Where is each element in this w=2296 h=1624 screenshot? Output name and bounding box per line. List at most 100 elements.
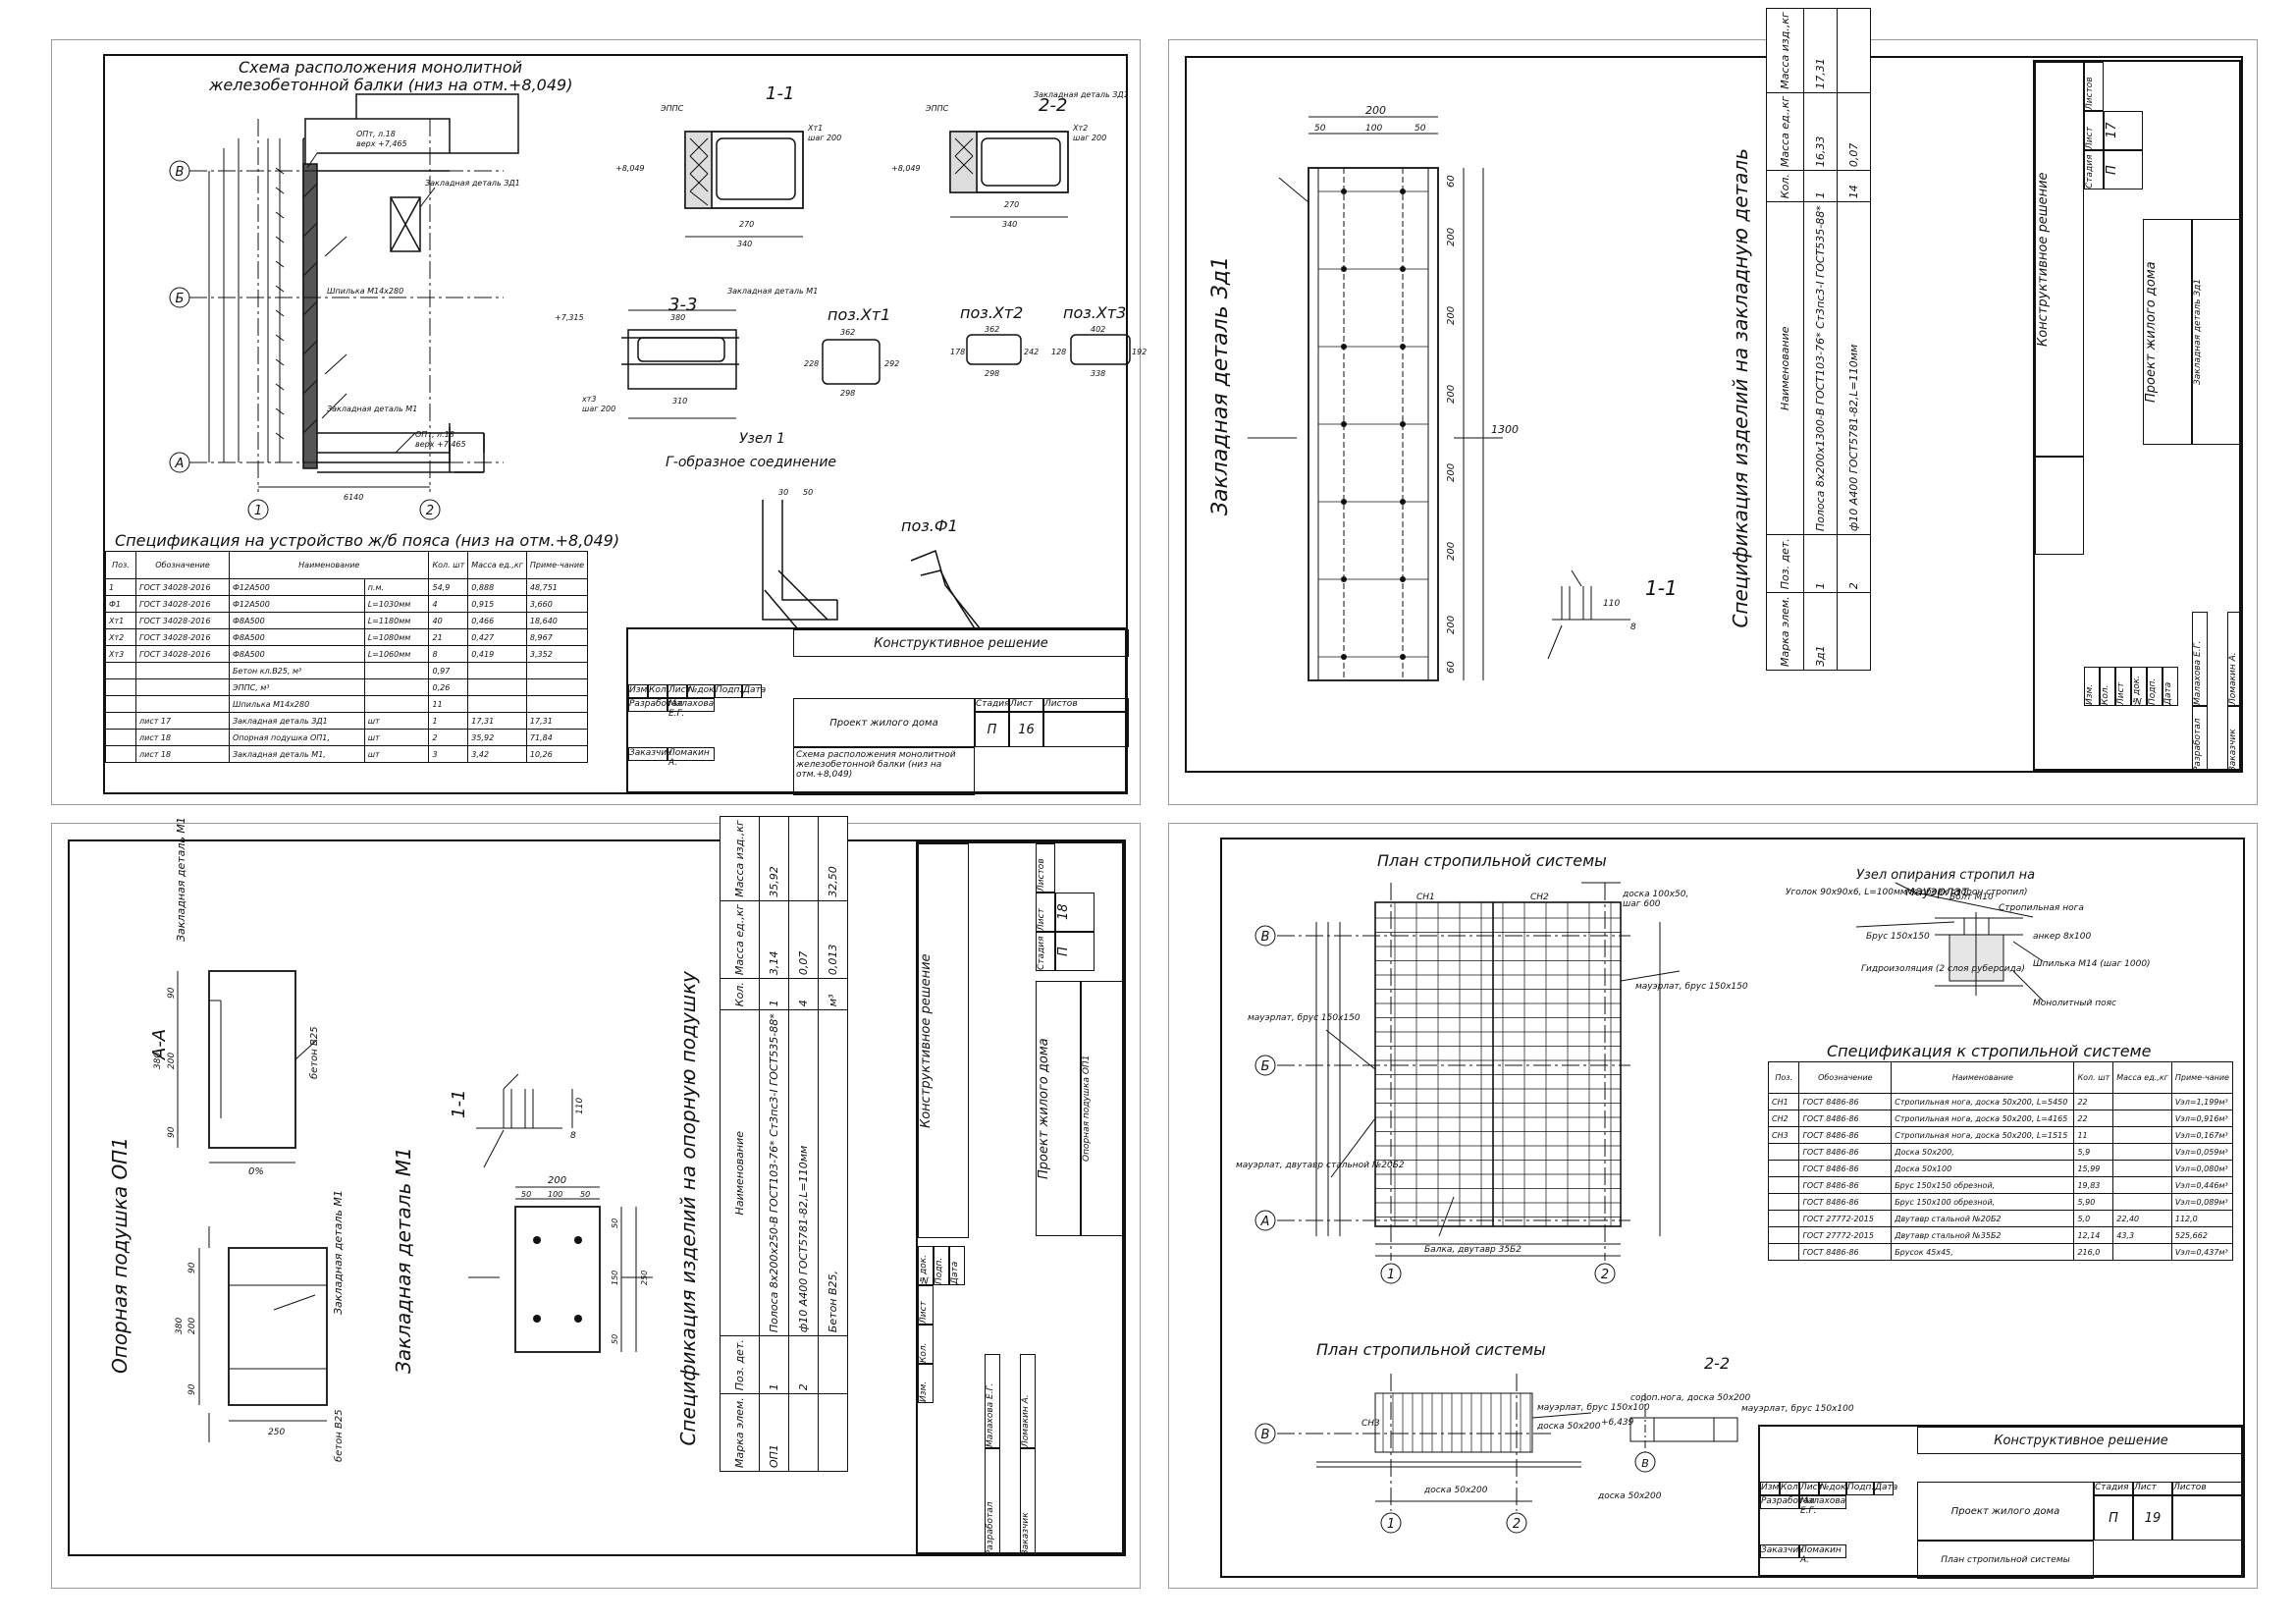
label-anker: анкер 8х100 (2033, 932, 2091, 942)
op1-drawing: А-А Закладная деталь М1 бетон В25 0% 90 … (108, 817, 653, 1462)
xm2-dim-top: 362 (985, 325, 999, 334)
table-cell: 2 (428, 729, 469, 746)
table-cell (135, 695, 230, 713)
section-1-1: 1-1 (449, 1090, 469, 1118)
section-3-3: 3-3 (668, 295, 697, 315)
mark-8049-1: +8,049 (615, 164, 645, 173)
uzel-title-2: мауэрлат (1905, 885, 1969, 899)
tb-sheets-label: Листов (2084, 62, 2104, 111)
tb-header: Конструктивное решение (2035, 62, 2084, 457)
xm3-dim-bottom: 338 (1091, 369, 1105, 378)
table-cell: 0,419 (467, 645, 527, 663)
title-block: Конструктивное решение Изм. Кол. Лист №д… (2033, 60, 2243, 773)
label-xm3: хт3 (581, 395, 596, 404)
table-cell (525, 678, 589, 696)
table-cell: 4 (428, 595, 469, 613)
label-zakl-zd1: Закладная деталь ЗД1 (425, 179, 520, 188)
label-balka: Балка, двутавр 35Б2 (1424, 1245, 1522, 1255)
table-cell: 21 (428, 628, 469, 646)
table-cell: Vэл=0,167м³ (2170, 1126, 2234, 1144)
pos-f1: поз.Ф1 (901, 516, 958, 535)
table-cell: 8,967 (525, 628, 589, 646)
dim-340-1: 340 (737, 240, 752, 248)
section-2-2: 2-2 (1039, 95, 1067, 116)
table-cell: 5,90 (2073, 1193, 2114, 1211)
table-cell: ГОСТ 34028-2016 (135, 612, 230, 629)
label-xm1-step: шаг 200 (808, 134, 841, 142)
table-cell (525, 695, 589, 713)
axis-2-2: 2 (1513, 1517, 1521, 1532)
table-cell: 3,660 (525, 595, 589, 613)
tb-developer: Малахова Е.Г. (667, 698, 715, 719)
m1-dim-50-4: 50 (611, 1334, 619, 1344)
table-cell: Стропильная нога, доска 50х200, L=1515 (1891, 1126, 2075, 1144)
table-cell: 3,42 (467, 745, 527, 763)
table-cell (105, 662, 136, 679)
label-beton-aa: бетон В25 (308, 1026, 320, 1079)
tb-project: Проект жилого дома (2143, 219, 2192, 445)
col-prim: Приме-чание (2170, 1061, 2234, 1094)
table-cell: Зд1 (1803, 592, 1838, 671)
plan-title-1: План стропильной системы (1377, 851, 1607, 870)
zd1-dim-8: 8 (1630, 623, 1636, 632)
dim-340-2: 340 (1002, 220, 1017, 229)
table-cell: ГОСТ 27772-2015 (1798, 1226, 1893, 1244)
tb-customer: Ломакин А. (1020, 1354, 1036, 1448)
rafter-plan-drawing: В Б А 1 2 В 1 2 В СН1 СН2 СН3 доска 100х… (1236, 882, 2151, 1534)
table-cell: 16,33 (1803, 92, 1838, 171)
op1-title: Опорная подушка ОП1 (108, 1137, 132, 1374)
sheet-frame (68, 839, 1126, 1556)
col-name: Наименование (1766, 201, 1804, 535)
label-doska-50x200-3: доска 50х200 (1597, 1491, 1662, 1501)
table-cell: 22 (2073, 1093, 2114, 1110)
dim-op-90-1: 90 (187, 1262, 197, 1273)
tb-sheets-label: Листов (1043, 698, 1129, 712)
table-cell (525, 662, 589, 679)
tb-customer-label: Заказчик (2227, 706, 2243, 773)
table-cell (363, 662, 430, 679)
table-cell: 0,466 (467, 612, 527, 629)
table-cell: 216,0 (2073, 1243, 2114, 1261)
axis-a: А (175, 457, 185, 471)
table-cell: 19,83 (2073, 1176, 2114, 1194)
table-cell (105, 712, 136, 730)
side-dim: 200 (1446, 385, 1457, 404)
tb-col-izm: Изм. (1760, 1482, 1782, 1495)
xm1-dim-left: 228 (804, 359, 819, 368)
table-cell (788, 816, 819, 901)
sheet-frame (1220, 838, 2245, 1578)
spec-table: Поз. Обозначение Наименование Кол. шт Ма… (1767, 1061, 2234, 1261)
label-zakl-zd1-22: Закладная деталь ЗД1 (1034, 90, 1129, 99)
table-cell: L=1180мм (363, 612, 430, 629)
uzel-title-1: Узел опирания стропил на (1856, 868, 2036, 883)
table-cell (2112, 1160, 2172, 1177)
tb-empty (2035, 457, 2084, 555)
label-strop-noga: сороп.нога, доска 50х200 (1630, 1393, 1750, 1403)
table-cell (467, 662, 527, 679)
anchor-dot (574, 1315, 582, 1323)
label-stropilnaya-noga: Стропильная нога (1999, 903, 2084, 913)
table-cell: 5,9 (2073, 1143, 2114, 1161)
table-cell: лист 18 (135, 745, 230, 763)
col-oboz: Обозначение (135, 551, 230, 579)
label-zakl-m1-op: Закладная деталь М1 (332, 1190, 345, 1315)
tb-description: Опорная подушка ОП1 (1081, 981, 1126, 1236)
table-cell (788, 1393, 819, 1472)
label-sn3: СН3 (1362, 1419, 1380, 1429)
table-cell: лист 17 (135, 712, 230, 730)
tb-sheet-label: Лист (2084, 111, 2104, 150)
table-cell: п.м. (363, 578, 430, 596)
table-cell: ОП1 (759, 1393, 789, 1472)
tb-customer-label: Заказчик (1760, 1544, 1804, 1558)
plan-title-2: План стропильной системы (1316, 1340, 1546, 1359)
mark-7315: +7,315 (555, 313, 584, 322)
m1-dim-50-3: 50 (611, 1218, 619, 1228)
table-cell: 1 (1803, 170, 1838, 202)
anchor-dot (533, 1236, 541, 1244)
tb-col-kol: Кол. (648, 684, 669, 698)
